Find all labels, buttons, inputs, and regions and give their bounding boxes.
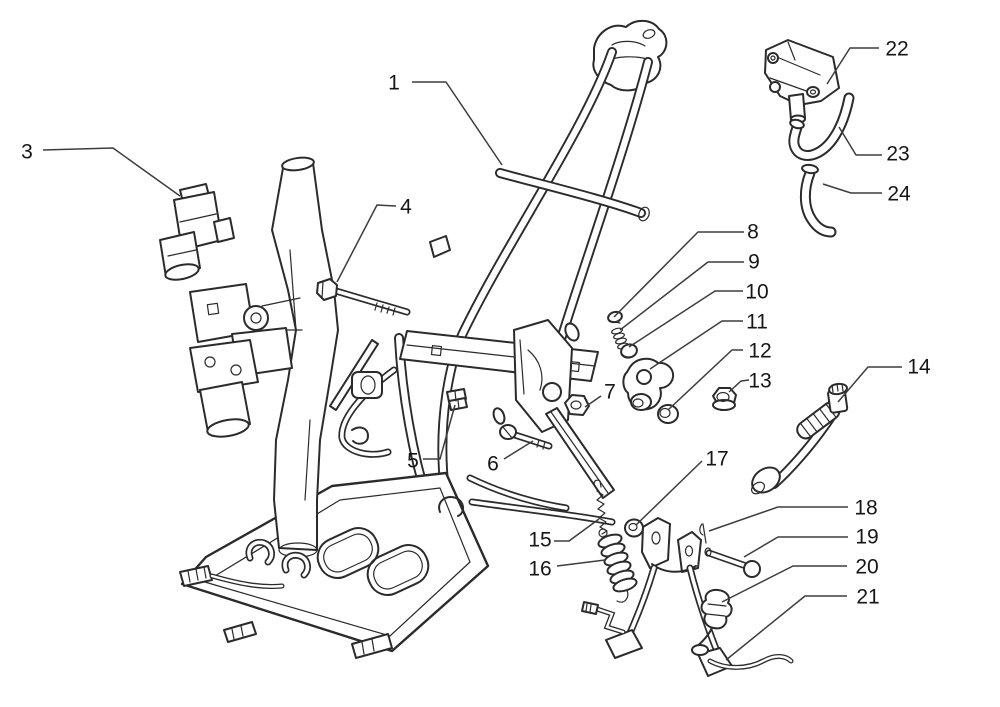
callout-leader-12 [667,349,743,411]
coil-spring-part-16 [597,528,638,603]
tube-sm-core [592,606,625,634]
callout-leader-20 [721,565,847,603]
callout-label-22: 22 [885,38,908,61]
callout-label-5: 5 [407,450,419,473]
nut-part-7 [564,394,590,416]
cup-part-10 [620,343,638,359]
stand-foot-bar-part-21-core [708,655,793,669]
callout-label-6: 6 [487,453,499,476]
callout-label-8: 8 [747,221,759,244]
callout-leader-11 [649,320,743,370]
callout-leader-14 [837,366,902,403]
frame-right-rail-core [470,500,614,524]
steering-column-assembly [159,156,383,589]
callout-label-23: 23 [886,143,909,166]
hose-core [790,94,853,159]
frame-cross-tube-core [496,169,645,217]
frame-part-1 [180,19,668,659]
kickstart-top-bolt [827,382,849,414]
callout-label-11: 11 [746,311,768,334]
column-bottom-hooks [179,538,311,589]
hose-part-24 [799,163,837,238]
cam-lever-part-11 [622,357,675,411]
callout-label-9: 9 [748,251,760,274]
callout-leader-21 [725,595,847,661]
callout-leader-1 [412,81,503,166]
callout-label-24: 24 [887,183,911,206]
stand-pin-part-19 [704,547,761,578]
tube-sm-core [210,574,284,588]
callout-label-16: 16 [528,558,551,581]
bolt-part-6 [499,424,553,450]
tube-core [707,551,748,568]
column-brackets [189,283,383,445]
callout-label-7: 7 [604,381,616,404]
frame-lower-tube-core [468,476,568,510]
callout-leader-10 [628,290,743,348]
callout-label-13: 13 [748,370,771,393]
callout-label-10: 10 [745,281,768,304]
callout-leader-8 [613,231,744,318]
stand-spring-bar [581,601,626,635]
callout-leader-7 [584,395,602,408]
frame-stand-bracket [513,319,573,433]
callout-label-15: 15 [528,529,551,552]
callout-leader-24 [822,183,882,194]
rubber-buffer-part-20 [691,588,733,656]
tube-core [513,433,551,448]
callout-label-21: 21 [856,586,879,609]
ignition-lock-part-3 [159,183,235,281]
tube-core [247,540,274,564]
clip-part-5 [446,388,468,411]
footboard-depressions [316,527,430,596]
callout-leader-18 [708,506,848,532]
pivot-bolt-part-4 [316,278,411,316]
flange-nut-part-13 [712,387,737,411]
callout-label-19: 19 [855,526,878,549]
callout-leader-6 [503,440,534,460]
spacer-part-12 [657,404,679,424]
callout-leader-17 [635,460,703,526]
kickstart-lever-part-14 [750,382,849,495]
hose-core [801,169,835,236]
callout-label-18: 18 [854,497,877,520]
center-stand-assembly [581,517,794,677]
callout-label-4: 4 [400,196,412,219]
stand-left-bracket [641,517,671,569]
callout-leader-16 [556,559,606,567]
callout-label-3: 3 [21,141,33,164]
callout-leader-22 [826,47,879,85]
callout-leader-9 [619,261,744,331]
callout-label-12: 12 [748,340,771,363]
callout-leader-23 [838,126,882,156]
callout-label-1: 1 [388,72,400,95]
tube-core [283,553,310,577]
callout-leader-4 [336,204,397,283]
footboard-platform [180,471,490,653]
hose-part-23 [788,92,855,161]
callout-leader-15 [554,518,600,542]
callout-label-17: 17 [705,448,728,471]
footboard-tabs [223,621,393,659]
callout-leader-5 [423,404,456,460]
spring-part-15 [593,479,608,535]
callout-leader-3 [42,147,181,197]
washer-part-17 [624,518,644,538]
cotter-pin-part-18 [699,523,707,544]
tube-core [334,289,409,314]
callout-leader-19 [743,536,848,558]
stand-right-bracket [677,531,702,573]
callout-label-14: 14 [907,356,931,379]
callout-label-20: 20 [855,556,878,579]
callout-leader-13 [728,379,750,393]
fuel-tap-part-22 [764,39,840,124]
